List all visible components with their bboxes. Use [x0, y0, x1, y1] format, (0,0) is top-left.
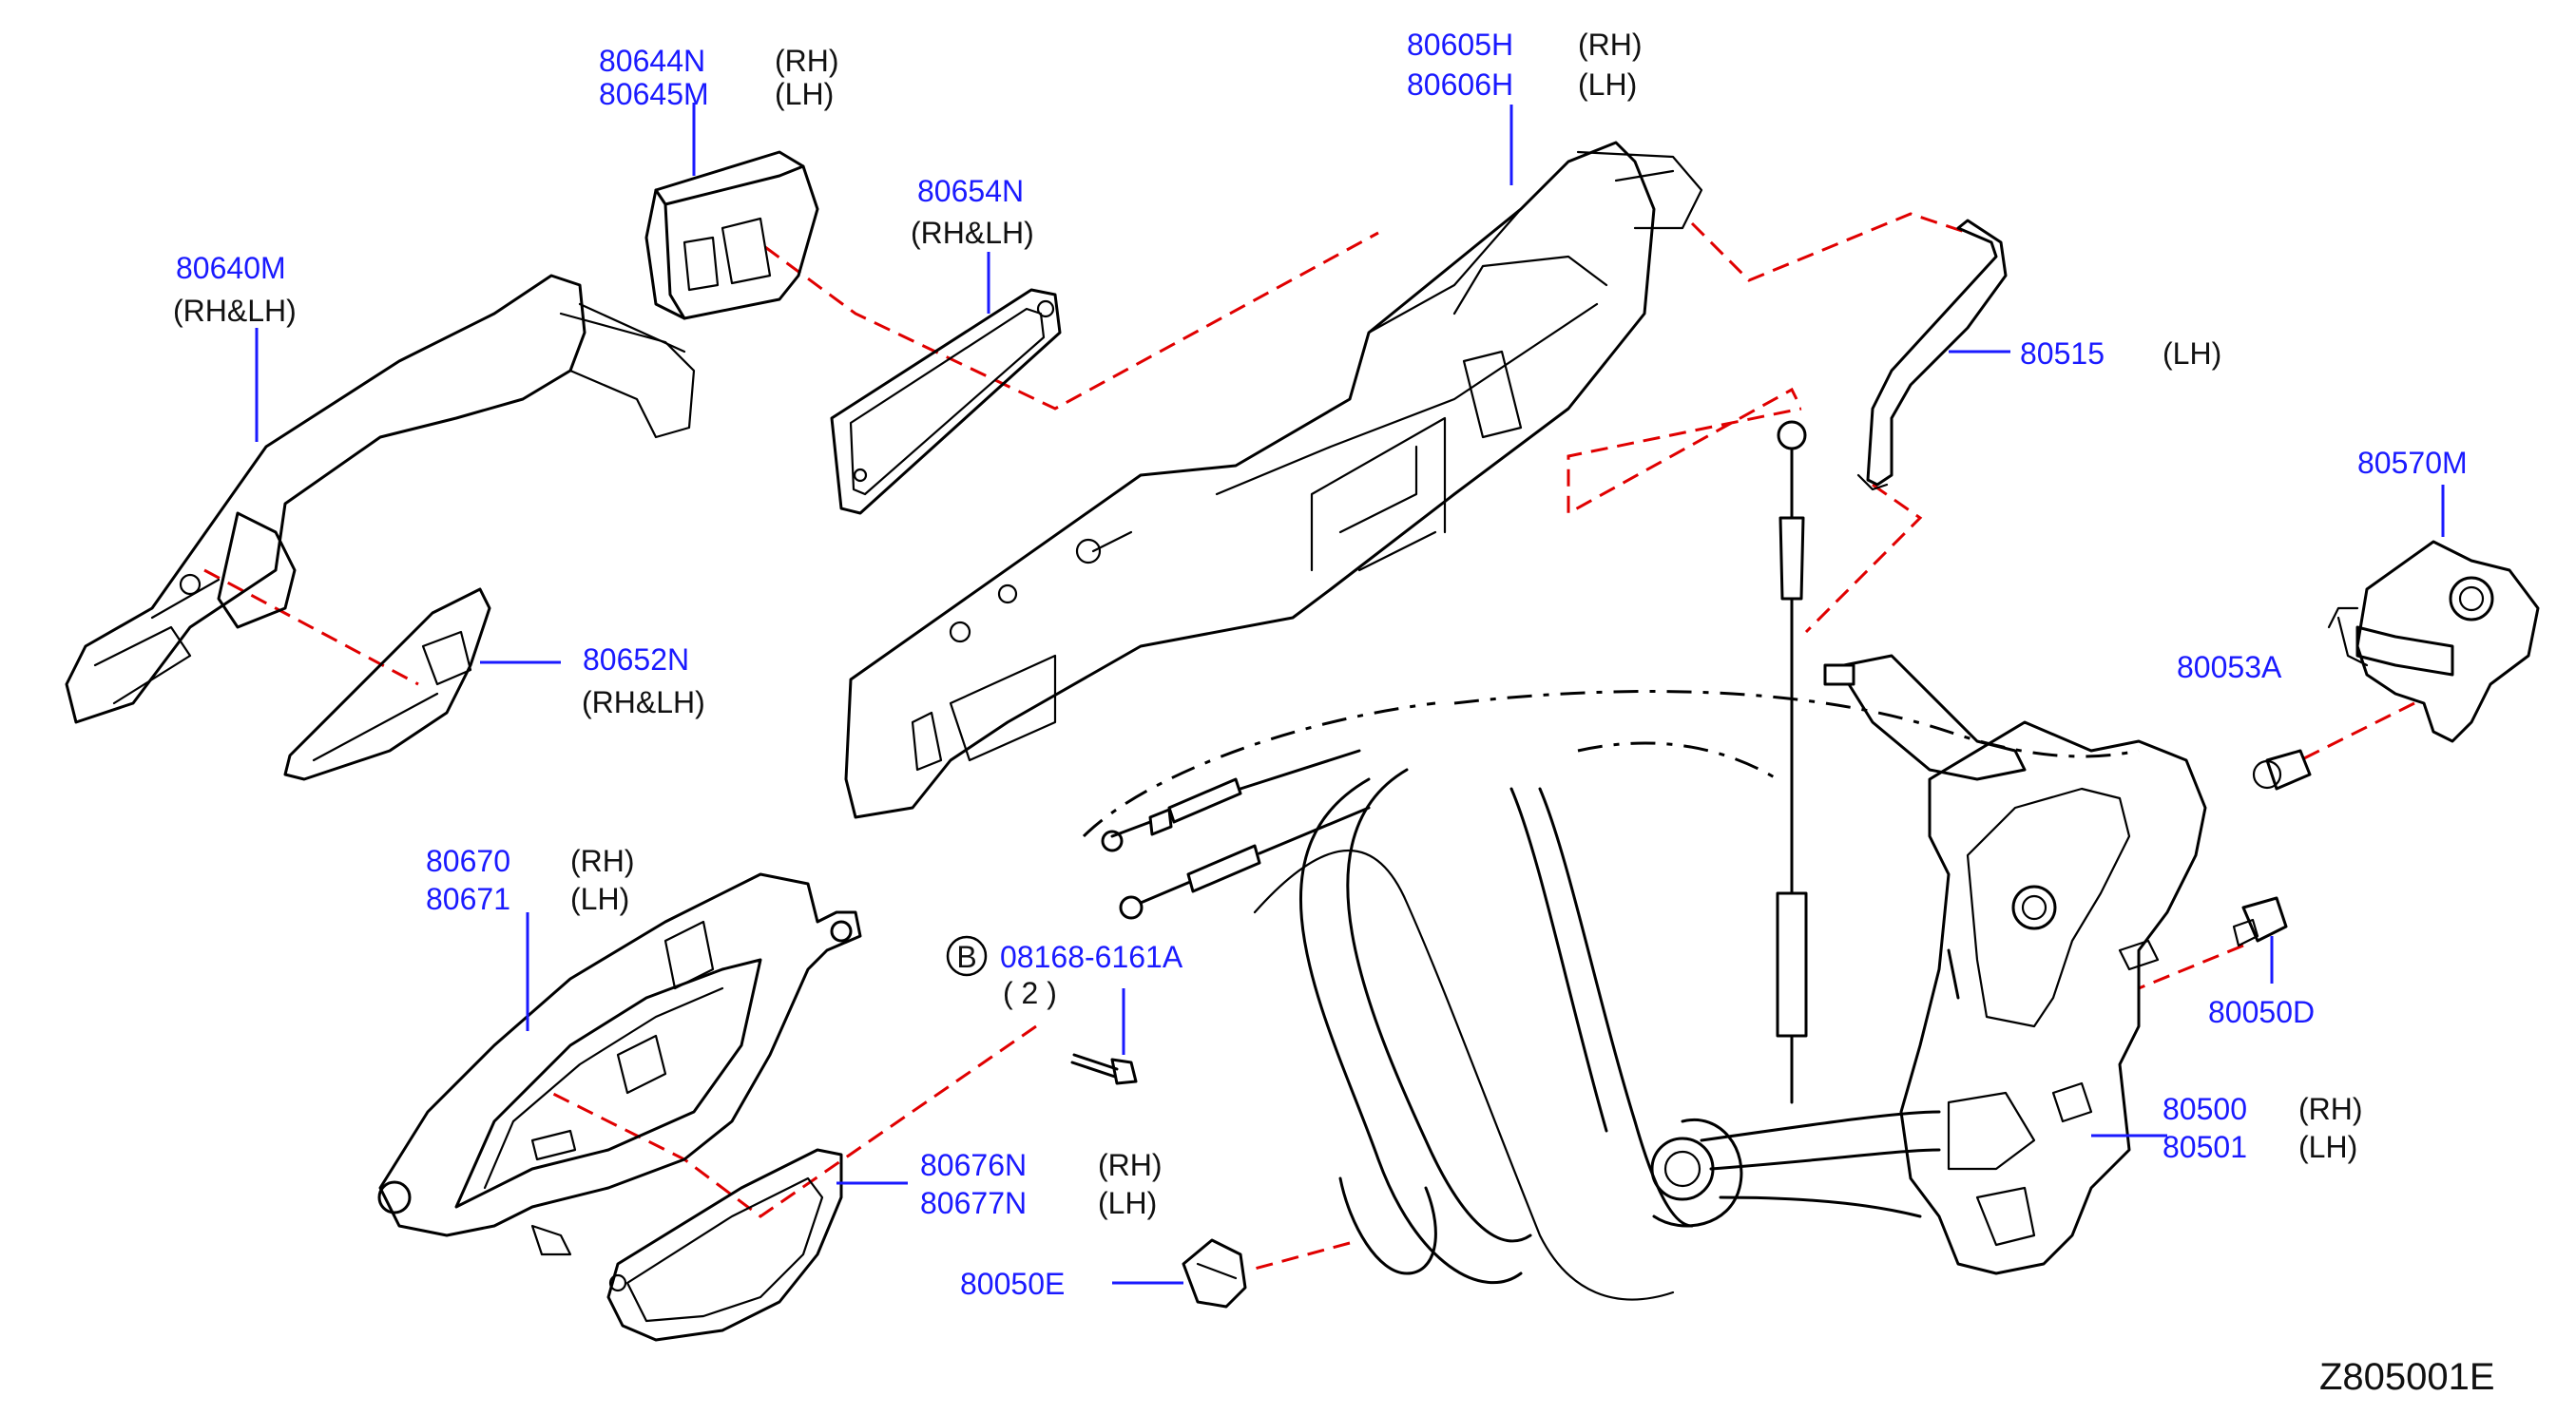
part-80515-rod [1856, 219, 2008, 491]
callout-80050E: 80050E [960, 1267, 1065, 1301]
dash-line-handle [203, 568, 419, 686]
dash-line-80050e [1254, 1241, 1351, 1271]
callout-80050D: 80050D [2208, 995, 2315, 1029]
callout-08168-6161A: B 08168-6161A ( 2 ) [946, 935, 1183, 1010]
callout-80654N: 80654N (RH&LH) [911, 174, 1034, 250]
side-label: (RH&LH) [911, 216, 1034, 250]
diagram-code: Z805001E [2319, 1356, 2495, 1398]
dash-line-80053 [2299, 701, 2415, 762]
side-label: (LH) [570, 882, 629, 916]
side-label: (LH) [2298, 1130, 2357, 1164]
part-number: 80677N [920, 1186, 1027, 1220]
side-label: (LH) [1578, 67, 1637, 102]
part-number: 80606H [1407, 67, 1513, 102]
part-80500-door-lock [1823, 654, 2207, 1275]
dash-line-inner [550, 1024, 1037, 1218]
part-80570M-striker [2327, 540, 2540, 743]
part-80670-inside-handle [377, 872, 862, 1256]
dash-line-rod-bottom [1804, 483, 1923, 634]
cable-sheath-outline [1082, 690, 2140, 838]
part-number: 80050D [2208, 995, 2315, 1029]
dash-line-rod-top [1690, 212, 1969, 282]
part-80652N-cover [283, 587, 491, 781]
callout-80670: 80670 80671 (RH) (LH) [426, 844, 635, 916]
side-label: (RH) [1578, 28, 1643, 62]
part-80050D-clip [2232, 896, 2288, 947]
part-80644N-escutcheon [644, 150, 819, 320]
part-number: 80500 [2163, 1092, 2247, 1126]
part-80676N-escutcheon [606, 1148, 843, 1342]
part-number: 80670 [426, 844, 510, 878]
part-number: 80671 [426, 882, 510, 916]
part-80053A-screw [2252, 749, 2312, 791]
side-label: (RH&LH) [582, 685, 705, 719]
callout-80640M: 80640M (RH&LH) [173, 251, 297, 328]
side-label: (RH&LH) [173, 294, 297, 328]
side-label: (RH) [570, 844, 635, 878]
part-number: 80605H [1407, 28, 1513, 62]
quantity-label: ( 2 ) [1003, 976, 1057, 1010]
part-number: 80652N [583, 642, 689, 677]
part-number: 80053A [2177, 650, 2282, 684]
dash-line-lock [1567, 387, 1802, 516]
side-label: (LH) [2163, 336, 2221, 371]
part-80050E-clip [1182, 1238, 1247, 1309]
part-number: 80050E [960, 1267, 1065, 1301]
part-number: 80676N [920, 1148, 1027, 1182]
inner-handle-cables [1101, 749, 1941, 1301]
dash-line-80050d [2138, 944, 2244, 990]
part-number: 80640M [176, 251, 286, 285]
badge-letter: B [956, 940, 976, 974]
assembly-dash-lines [203, 212, 2415, 1271]
part-number: 80501 [2163, 1130, 2247, 1164]
part-80654N-gasket [830, 288, 1062, 515]
part-number: 80644N [599, 44, 705, 78]
side-label: (LH) [1098, 1186, 1157, 1220]
callout-80053A: 80053A [2177, 650, 2282, 684]
callout-80515: 80515 (LH) [2020, 336, 2221, 371]
part-number: 80570M [2357, 446, 2468, 480]
callout-80570M: 80570M [2357, 446, 2468, 480]
callout-80676N: 80676N 80677N (RH) (LH) [920, 1148, 1163, 1220]
leader-lines [255, 103, 2445, 1285]
dash-line-top [764, 231, 1379, 411]
part-number: 80515 [2020, 336, 2105, 371]
callout-80500: 80500 80501 (RH) (LH) [2163, 1092, 2363, 1164]
side-label: (RH) [2298, 1092, 2363, 1126]
part-number: 08168-6161A [1000, 940, 1183, 974]
side-label: (RH) [775, 44, 839, 78]
part-80640M-outside-handle [65, 274, 696, 724]
part-80605H-frame [844, 141, 1703, 819]
part-number: 80645M [599, 77, 709, 111]
part-lock-rod [1776, 420, 1808, 1104]
callout-80652N: 80652N (RH&LH) [582, 642, 705, 719]
part-number: 80654N [917, 174, 1024, 208]
callout-80605H: 80605H 80606H (RH) (LH) [1407, 28, 1643, 102]
bolt-badge [946, 935, 988, 977]
callout-80644N: 80644N 80645M (RH) (LH) [599, 44, 839, 111]
side-label: (RH) [1098, 1148, 1163, 1182]
part-08168-bolt [1070, 1053, 1138, 1085]
side-label: (LH) [775, 77, 834, 111]
